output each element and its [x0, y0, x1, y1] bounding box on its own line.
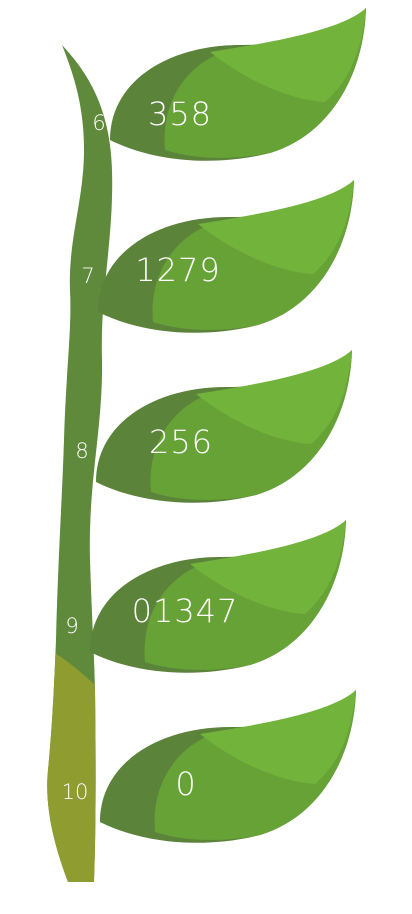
plot-row: 7 1279	[81, 180, 354, 333]
leaf	[100, 690, 356, 843]
leaf	[90, 520, 346, 673]
stem-label: 9	[65, 614, 78, 638]
leaf-label: 01347	[132, 592, 239, 630]
stem-label: 10	[62, 780, 89, 804]
leaf-label: 1279	[135, 251, 220, 289]
plot-row: 6 358	[92, 8, 366, 161]
stem-label: 7	[81, 264, 94, 288]
leaf	[110, 8, 366, 161]
leaf-label: 0	[175, 765, 196, 803]
leaf	[96, 350, 352, 503]
stem-label: 6	[92, 111, 105, 135]
plot-row: 8 256	[75, 350, 352, 503]
leaf	[98, 180, 354, 333]
plot-row: 10 0	[62, 690, 356, 843]
leaf-label: 256	[149, 423, 213, 461]
stem-label: 8	[75, 439, 88, 463]
plot-row: 9 01347	[65, 520, 346, 673]
leaf-label: 358	[148, 95, 212, 133]
